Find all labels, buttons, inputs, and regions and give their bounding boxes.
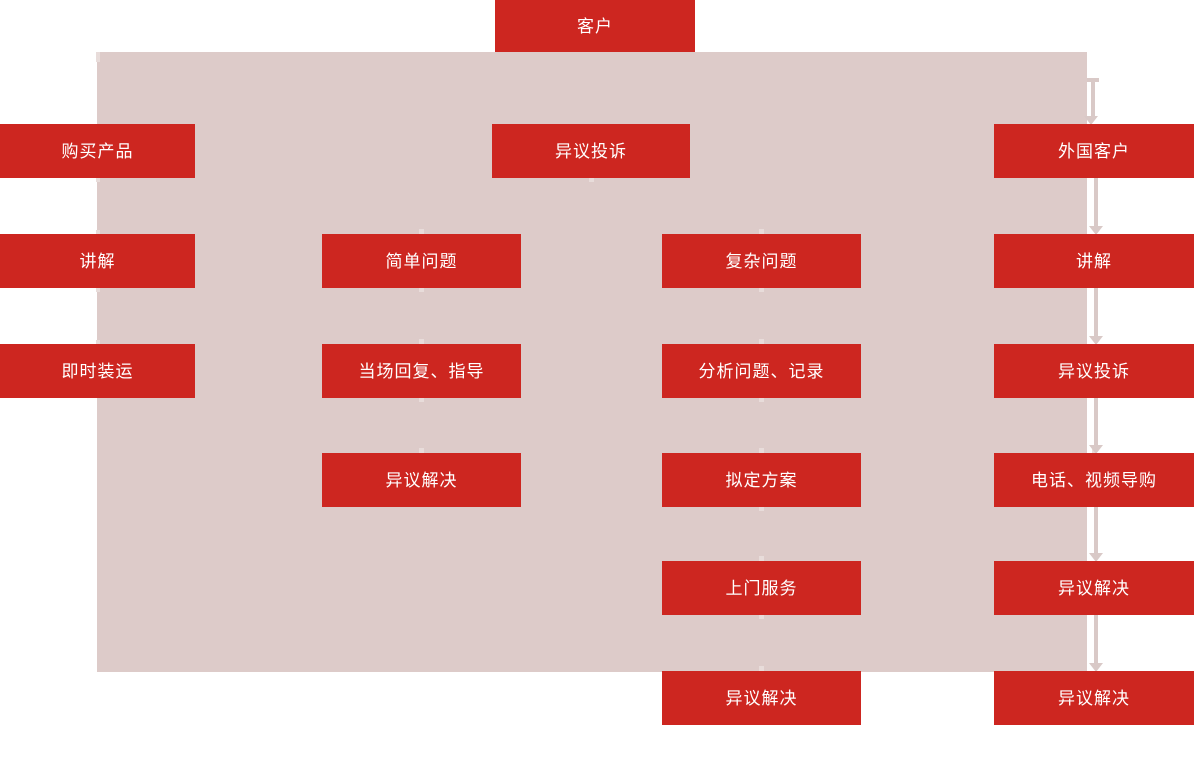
flow-node-draft-plan[interactable]: 拟定方案 (662, 453, 861, 507)
flow-node-label: 上门服务 (725, 578, 798, 598)
arrow-connector-right-explain (1089, 178, 1103, 235)
flow-node-label: 客户 (577, 16, 613, 36)
connector-stub (96, 176, 100, 182)
connector-stub (96, 230, 100, 236)
connector-stub (589, 176, 594, 182)
flow-node-left-explain[interactable]: 讲解 (0, 234, 195, 288)
connector-stub (759, 556, 764, 562)
connector-stub (759, 666, 764, 672)
flow-node-label: 异议解决 (1058, 688, 1130, 708)
connector-stub (96, 52, 100, 62)
flow-node-objection[interactable]: 异议投诉 (492, 124, 690, 178)
flow-node-label: 简单问题 (385, 251, 458, 271)
arrow-connector-right-resolved1 (1089, 507, 1103, 562)
flow-node-label: 分析问题、记录 (698, 361, 825, 381)
arrow-connector-right-resolved2 (1089, 615, 1103, 672)
flow-node-phone-video[interactable]: 电话、视频导购 (994, 453, 1194, 507)
flow-node-label: 异议投诉 (1058, 361, 1130, 381)
connector-stub (759, 396, 764, 402)
arrow-connector-phone-video (1089, 398, 1103, 454)
arrow-stem (1094, 615, 1098, 663)
flow-node-right-objection[interactable]: 异议投诉 (994, 344, 1194, 398)
connector-stub (759, 229, 764, 235)
flow-node-label: 外国客户 (1058, 141, 1130, 161)
flow-node-label: 复杂问题 (725, 251, 798, 271)
connector-stub (759, 448, 764, 454)
connector-stub (96, 340, 100, 346)
flow-node-simple-issue[interactable]: 简单问题 (322, 234, 521, 288)
flow-node-label: 异议投诉 (555, 141, 627, 161)
connector-stub (759, 613, 764, 619)
flow-node-label: 拟定方案 (725, 470, 798, 490)
flow-node-label: 异议解决 (1058, 578, 1130, 598)
arrow-connector-foreign-client (1084, 78, 1103, 125)
flow-node-foreign-client[interactable]: 外国客户 (994, 124, 1194, 178)
connector-stub (419, 286, 424, 292)
connector-stub (759, 339, 764, 345)
arrow-stem (1094, 178, 1098, 226)
connector-stub (419, 448, 424, 454)
flow-node-complex-issue[interactable]: 复杂问题 (662, 234, 861, 288)
flow-node-mid-l-resolved[interactable]: 异议解决 (322, 453, 521, 507)
flow-node-customer[interactable]: 客户 (495, 0, 695, 52)
flow-node-analyze-record[interactable]: 分析问题、记录 (662, 344, 861, 398)
flow-node-on-spot-reply[interactable]: 当场回复、指导 (322, 344, 521, 398)
connector-stub (419, 396, 424, 402)
flow-node-label: 电话、视频导购 (1031, 470, 1157, 490)
flow-node-label: 当场回复、指导 (358, 361, 485, 381)
flow-node-label: 异议解决 (385, 470, 458, 490)
connector-stub (759, 505, 764, 511)
connector-stub (96, 286, 100, 292)
flow-node-right-resolved1[interactable]: 异议解决 (994, 561, 1194, 615)
connector-stub (419, 339, 424, 345)
arrow-stem (1094, 507, 1098, 553)
flow-node-label: 即时装运 (61, 361, 134, 381)
flow-node-right-explain[interactable]: 讲解 (994, 234, 1194, 288)
arrow-stem (1094, 398, 1098, 445)
flow-node-onsite-service[interactable]: 上门服务 (662, 561, 861, 615)
flow-node-label: 购买产品 (61, 141, 134, 161)
flow-node-instant-ship[interactable]: 即时装运 (0, 344, 195, 398)
arrow-elbow-segment (1087, 78, 1099, 82)
flow-node-mid-r-resolved[interactable]: 异议解决 (662, 671, 861, 725)
flow-node-label: 讲解 (1076, 251, 1112, 271)
arrow-connector-right-objection (1089, 288, 1103, 345)
arrow-stem (1094, 288, 1098, 336)
flow-node-buy-product[interactable]: 购买产品 (0, 124, 195, 178)
flow-node-label: 讲解 (79, 251, 116, 271)
connector-stub (419, 229, 424, 235)
flow-node-label: 异议解决 (725, 688, 798, 708)
flow-node-right-resolved2[interactable]: 异议解决 (994, 671, 1194, 725)
connector-stub (759, 286, 764, 292)
arrow-stem (1091, 78, 1095, 116)
